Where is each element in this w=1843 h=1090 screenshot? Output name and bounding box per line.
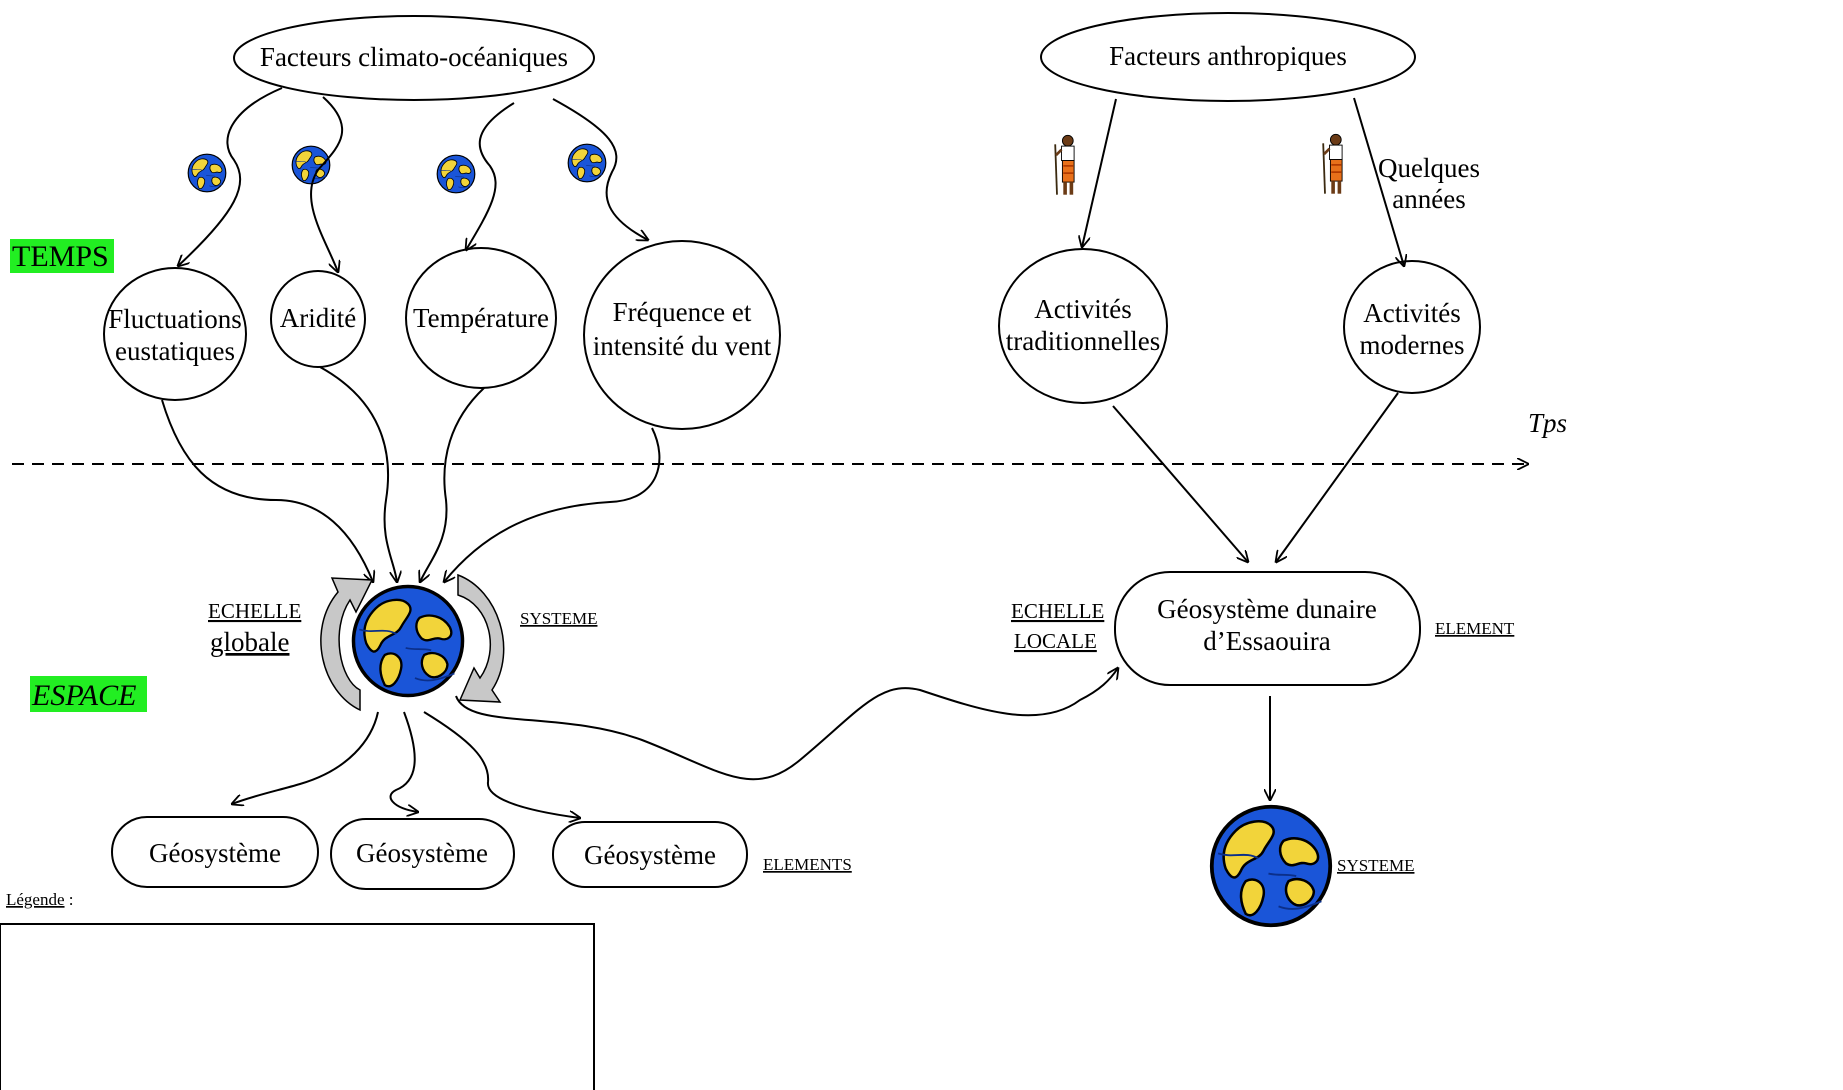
arrow-globe-geosysteme-a: [232, 711, 379, 804]
geosysteme-dunaire-label-1: Géosystème dunaire: [1157, 594, 1377, 624]
legende-label: Légende :: [6, 890, 74, 909]
systeme-local-label: SYSTEME: [1337, 856, 1414, 875]
globe-icon: [436, 154, 476, 194]
arrow-modernes-dunaire: [1276, 392, 1399, 562]
arrow-anthropiques-trad: [1082, 98, 1117, 247]
echelle-locale-label-2: LOCALE: [1014, 629, 1097, 653]
arrow-climato-fluctuations: [178, 87, 283, 266]
echelle-locale-label-1: ECHELLE: [1011, 599, 1104, 623]
temperature-label: Température: [413, 303, 549, 333]
cycle-arrow-icon: [320, 577, 374, 712]
person-icon: [1053, 133, 1076, 197]
globe-icon: [351, 584, 465, 698]
temperature-node: [405, 247, 557, 389]
trad-label-2: traditionnelles: [1006, 326, 1160, 356]
globe-icon: [187, 153, 227, 193]
arrow-globe-dunaire: [455, 668, 1118, 781]
arrow-globe-geosysteme-b: [389, 711, 418, 812]
legende-word: Légende: [6, 890, 65, 909]
temps-highlight: [10, 239, 114, 273]
modernes-label-2: modernes: [1360, 330, 1465, 360]
quelques-label-2: années: [1392, 184, 1465, 214]
anthropiques-node: [1040, 12, 1416, 102]
espace-highlight: [30, 676, 147, 712]
geosysteme-label-b: Géosystème: [356, 838, 488, 868]
globe-icon: [567, 143, 607, 183]
tps-label: Tps: [1528, 408, 1567, 438]
globe-icon: [1209, 804, 1333, 928]
geosysteme-label-c: Géosystème: [584, 840, 716, 870]
vent-node: [583, 240, 781, 430]
arrow-aridite-globe: [319, 366, 397, 582]
arrow-vent-globe: [444, 427, 661, 582]
fluctuations-node: [103, 267, 247, 401]
arrow-temperature-globe: [420, 387, 485, 582]
aridite-node: [270, 270, 366, 368]
arrow-climato-temperature: [466, 102, 515, 250]
temps-label: TEMPS: [12, 240, 109, 273]
geosysteme-node-c: [552, 821, 748, 888]
echelle-globale-label-1: ECHELLE: [208, 599, 301, 623]
modernes-label-1: Activités: [1363, 298, 1460, 328]
arrow-fluctuations-globe: [161, 399, 373, 582]
arrow-climato-vent: [552, 98, 648, 240]
fluctuations-label-1: Fluctuations: [108, 304, 242, 334]
geosysteme-label-a: Géosystème: [149, 838, 281, 868]
echelle-globale-label-2: globale: [210, 627, 289, 657]
globe-icon: [291, 145, 331, 185]
arrow-climato-aridite: [310, 96, 344, 272]
climato-node: [233, 15, 595, 101]
quelques-label-1: Quelques: [1378, 153, 1480, 183]
arrow-anthropiques-modernes: [1353, 97, 1404, 266]
legende-colon: :: [65, 890, 74, 909]
geosysteme-dunaire-node: [1114, 571, 1421, 686]
arrow-trad-dunaire: [1112, 405, 1248, 562]
fluctuations-label-2: eustatiques: [115, 336, 235, 366]
vent-label-2: intensité du vent: [593, 331, 772, 361]
geosysteme-node-b: [330, 818, 515, 890]
trad-label-1: Activités: [1034, 294, 1131, 324]
element-label: ELEMENT: [1435, 619, 1515, 638]
aridite-label: Aridité: [280, 303, 356, 333]
geosysteme-dunaire-label-2: d’Essaouira: [1203, 626, 1330, 656]
cycle-arrow-icon: [457, 573, 505, 703]
systeme-global-label: SYSTEME: [520, 609, 597, 628]
vent-label-1: Fréquence et: [613, 297, 752, 327]
anthropiques-label: Facteurs anthropiques: [1109, 41, 1347, 71]
espace-label: ESPACE: [31, 679, 136, 712]
arrow-globe-geosysteme-c: [423, 711, 580, 818]
modernes-node: [1343, 260, 1481, 394]
geosysteme-node-a: [111, 816, 319, 888]
climato-label: Facteurs climato-océaniques: [260, 42, 568, 72]
elements-label: ELEMENTS: [763, 855, 852, 874]
legende-box: [0, 923, 595, 1090]
person-icon: [1321, 132, 1344, 196]
